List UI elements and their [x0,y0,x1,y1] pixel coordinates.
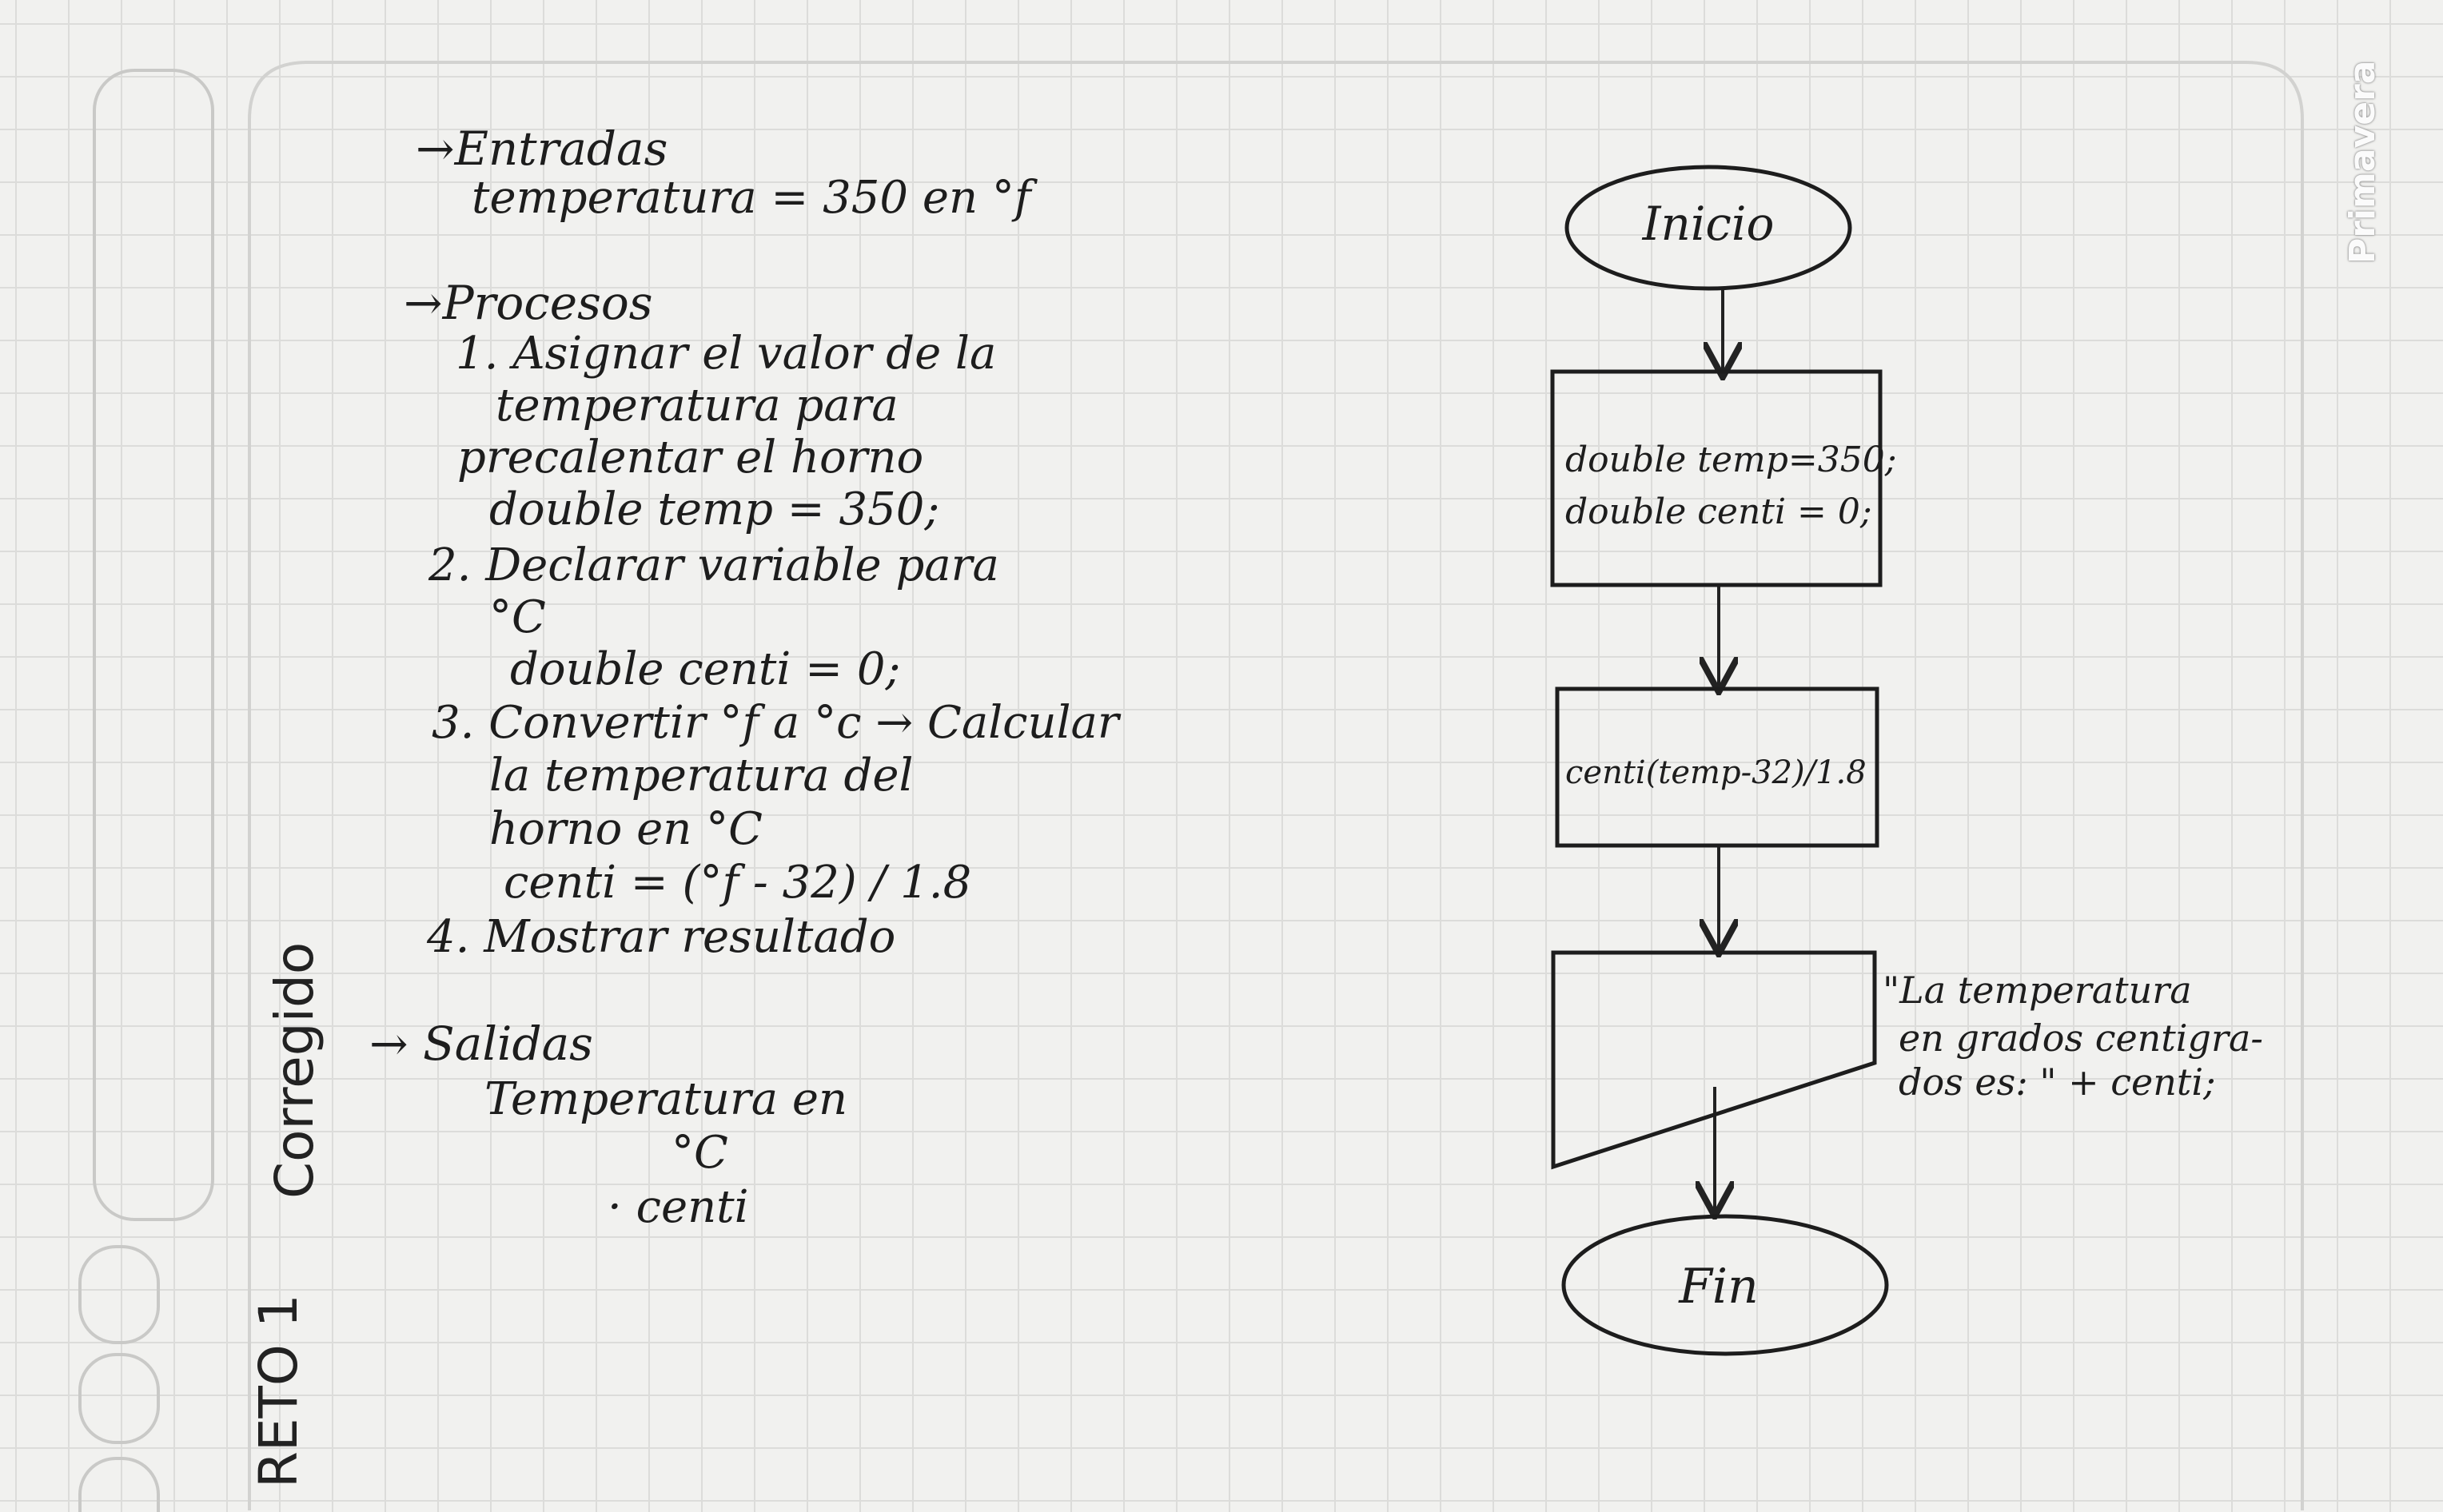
page-border [248,61,2304,1510]
salidas-heading: → Salidas [369,1017,593,1071]
process-box [1555,686,1879,848]
step3-line1: 3. Convertir °f a °c → Calcular [432,697,1119,749]
step3-line4: centi = (°f - 32) / 1.8 [504,857,972,909]
margin-tab-4 [78,1457,160,1512]
output-text-line3: dos es: " + centi; [1899,1060,2216,1104]
declare-line2: double centi = 0; [1565,491,1872,532]
step1-line2: temperatura para [496,380,899,432]
output-text-line1: "La temperatura [1883,969,2192,1012]
declare-line1: double temp=350; [1565,440,1897,480]
margin-tab-1 [93,69,214,1221]
step3-line3: horno en °C [489,803,763,855]
process-label: centi(temp-32)/1.8 [1565,754,1867,791]
step4-line: 4. Mostrar resultado [427,911,896,963]
procesos-heading: →Procesos [404,276,653,330]
step1-line4: double temp = 350; [489,483,940,535]
output-text-line2: en grados centigra- [1899,1017,2263,1060]
end-label: Fin [1678,1259,1758,1315]
entradas-line: temperatura = 350 en °f [472,172,1031,224]
step2-line2: °C [489,591,546,643]
salidas-line1: Temperatura en [484,1073,848,1125]
margin-tab-2 [78,1245,160,1344]
step3-line2: la temperatura del [489,750,914,802]
salidas-line3: · centi [608,1181,749,1233]
step2-line3: double centi = 0; [510,643,901,695]
step2-line1: 2. Declarar variable para [428,539,999,591]
declare-box [1550,369,1883,587]
end-terminator [1561,1214,1889,1356]
start-label: Inicio [1642,197,1775,251]
margin-tab-3 [78,1353,160,1444]
entradas-heading: →Entradas [416,121,668,176]
step1-line3: precalentar el horno [457,432,924,483]
salidas-line2: °C [672,1127,728,1179]
step1-line1: 1. Asignar el valor de la [456,328,997,380]
output-shape [1551,950,1877,1170]
start-terminator [1564,165,1852,291]
